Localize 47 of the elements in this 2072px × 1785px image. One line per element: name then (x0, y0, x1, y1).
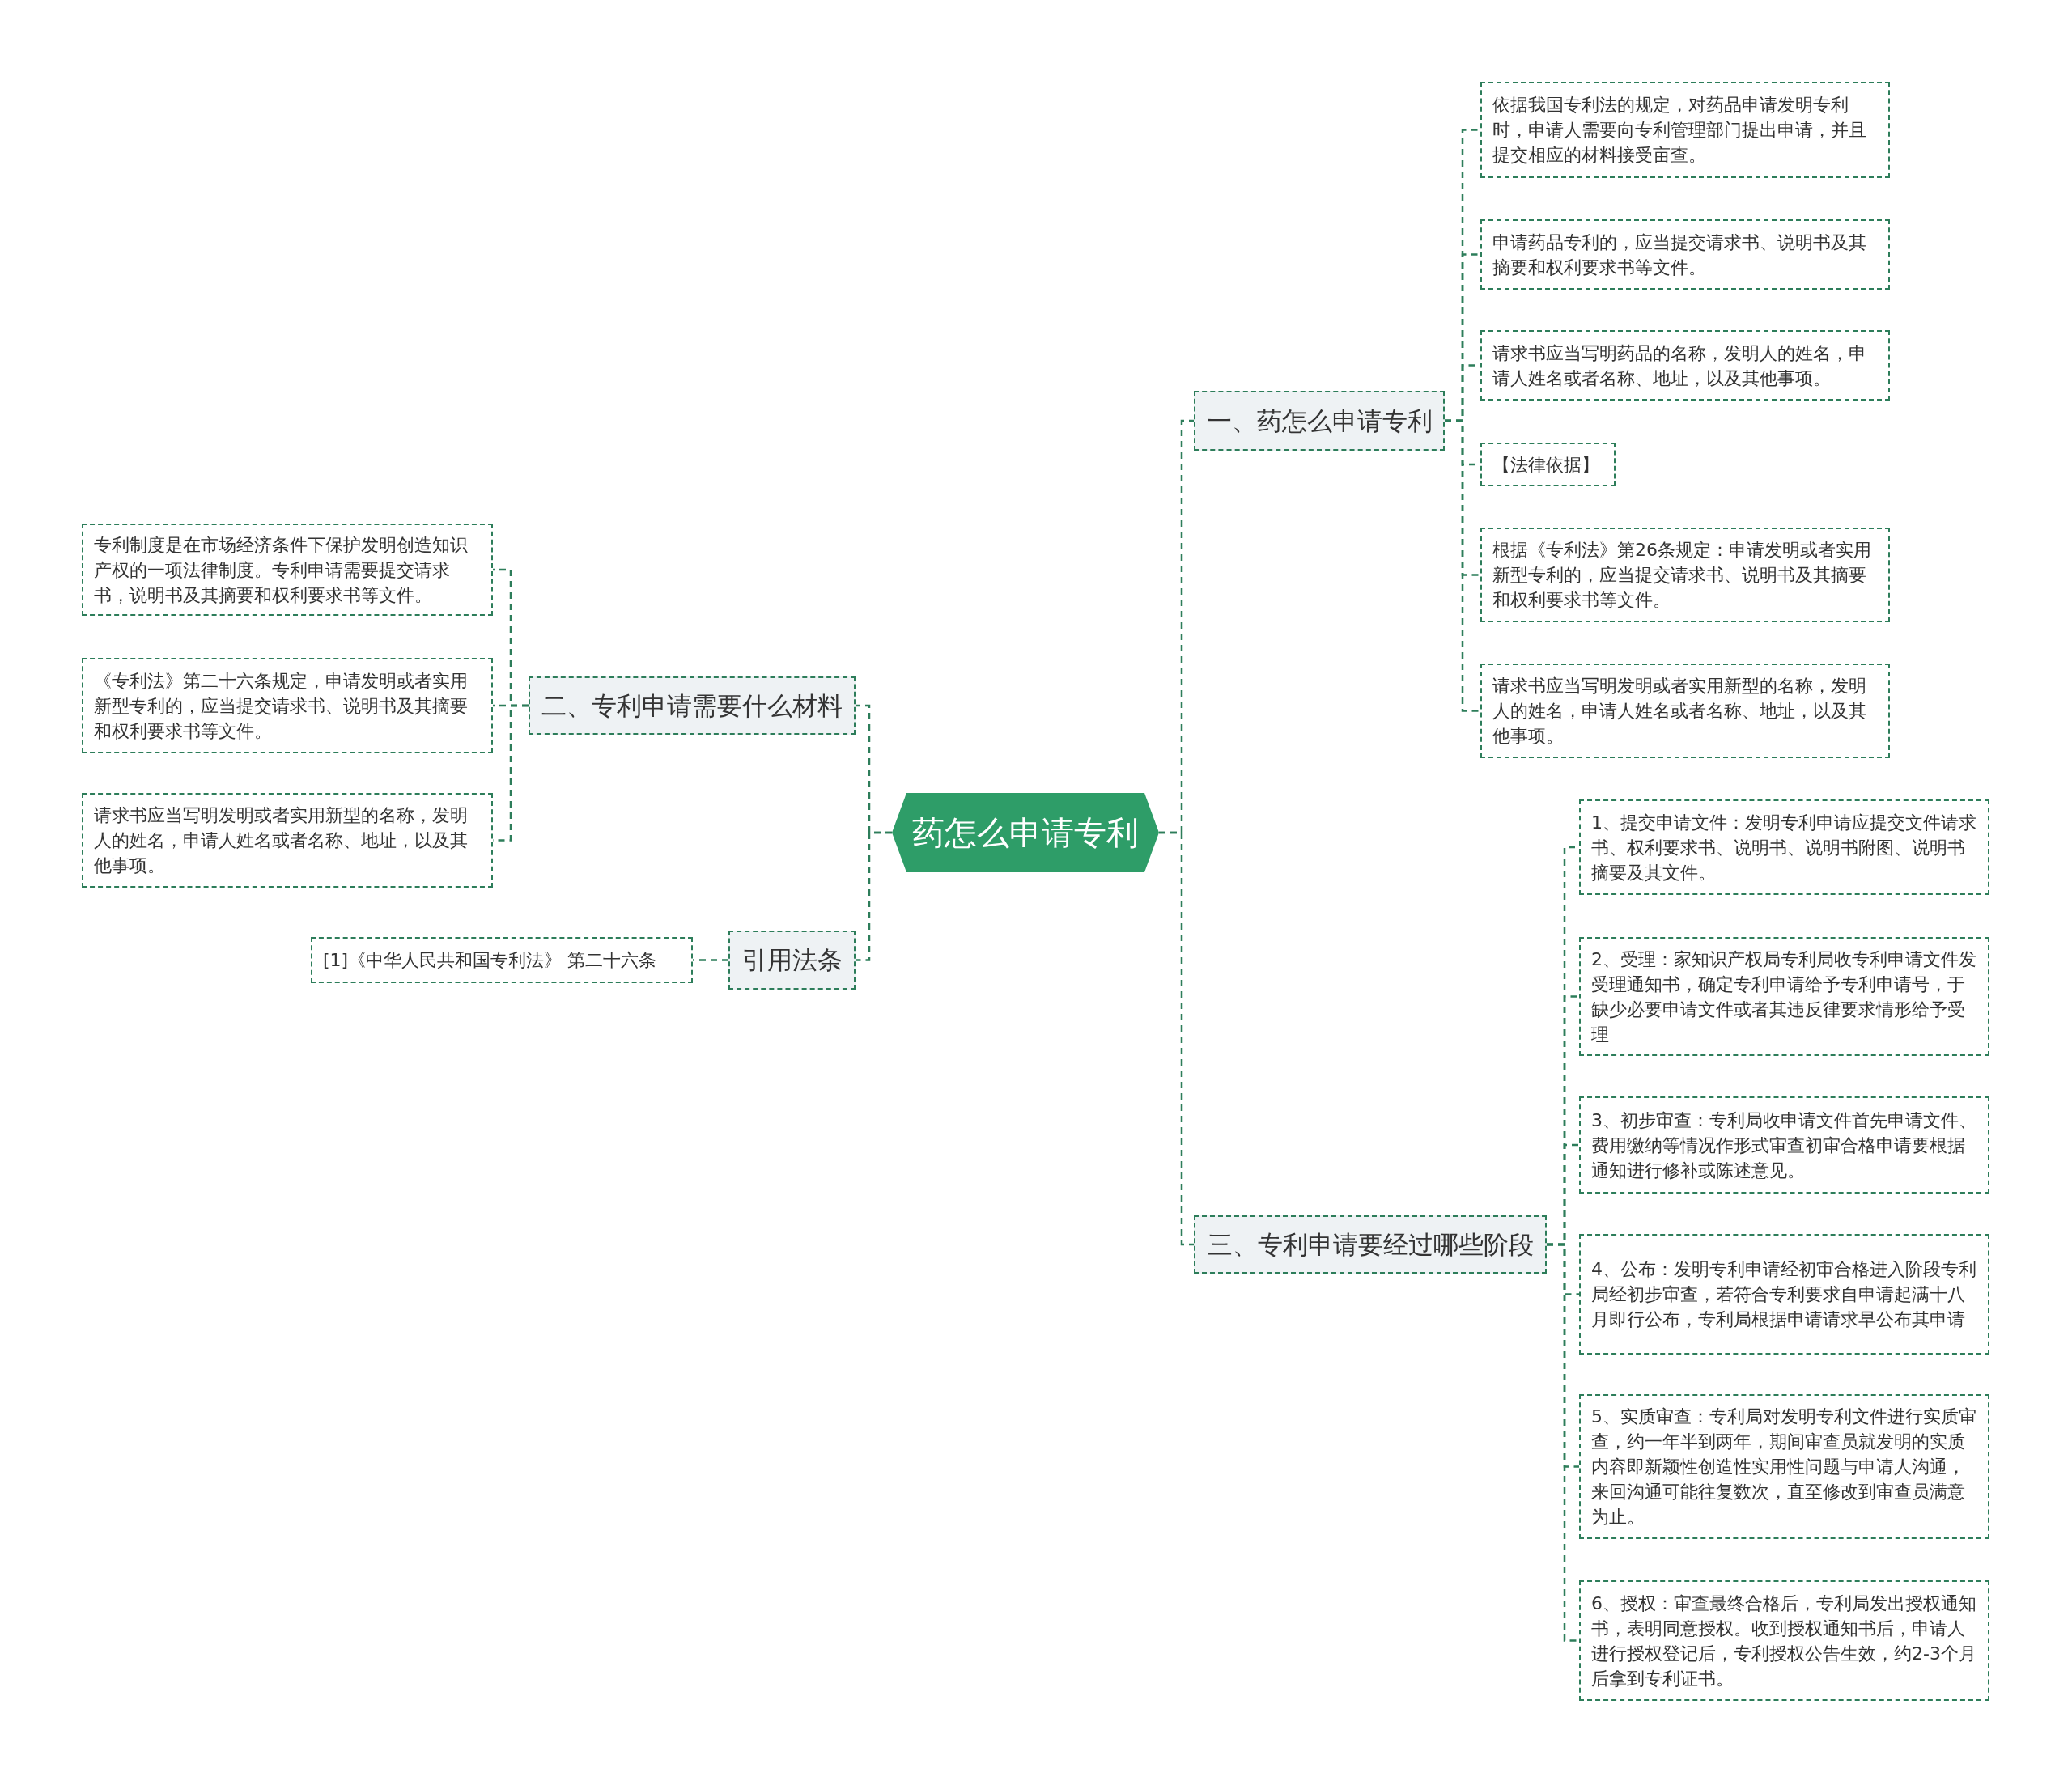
note-box (311, 937, 693, 983)
node-text: 根据《专利法》第26条规定：申请发明或者实用新型专利的，应当提交请求书、说明书及其摘要和权利要求书等文件。 (1492, 539, 1872, 612)
note-box (1579, 1096, 1989, 1194)
note-box (1579, 799, 1989, 895)
node-text: 5、实质审查：专利局对发明专利文件进行实质审查，约一年半到两年，期间审查员就发明的实质内容即新颖性创造性实用性问题与申请人沟通，来回沟通可能往复数次，直至修改到审查员满意为止。 (1591, 1406, 1977, 1528)
branch-topic (728, 931, 856, 990)
note-box (1480, 219, 1890, 290)
node-text: 引用法条 (741, 944, 843, 977)
note-box (1579, 1580, 1989, 1701)
connector-line (693, 959, 728, 961)
node-text: 3、初步审查：专利局收申请文件首先申请文件、费用缴纳等情况作形式审查初审合格申请要根据通知进行修补或陈述意见。 (1591, 1109, 1977, 1182)
node-text: 三、专利申请要经过哪些阶段 (1207, 1228, 1534, 1261)
node-text: 二、专利申请需要什么材料 (541, 689, 843, 722)
node-text: 药怎么申请专利 (912, 813, 1139, 853)
note-box (1579, 1234, 1989, 1355)
connector-line (1159, 831, 1194, 1246)
node-text: [1]《中华人民共和国专利法》 第二十六条 (323, 949, 657, 972)
branch-topic (1194, 1215, 1547, 1274)
branch-topic (529, 676, 856, 735)
branch-topic (1194, 391, 1445, 451)
note-box (1480, 330, 1890, 401)
node-text: 请求书应当写明药品的名称，发明人的姓名，申请人姓名或者名称、地址，以及其他事项。 (1492, 341, 1867, 390)
note-box (82, 793, 493, 888)
node-text: 6、授权：审查最终合格后，专利局发出授权通知书，表明同意授权。收到授权通知书后，申请人进行授权登记后，专利授权公告生效，约2-3个月后拿到专利证书。 (1591, 1592, 1977, 1690)
note-box (1579, 937, 1989, 1056)
node-text: 请求书应当写明发明或者实用新型的名称，发明人的姓名，申请人姓名或者名称、地址，以及其他事项。 (94, 804, 469, 877)
node-text: 1、提交申请文件：发明专利申请应提交文件请求书、权利要求书、说明书、说明书附图、说明书摘要及其文件。 (1591, 811, 1977, 884)
node-text: 申请药品专利的，应当提交请求书、说明书及其摘要和权利要求书等文件。 (1492, 231, 1867, 279)
node-text: 请求书应当写明发明或者实用新型的名称，发明人的姓名，申请人姓名或者名称、地址，以及其他事项。 (1492, 675, 1867, 748)
note-box (1480, 664, 1890, 758)
note-box (1480, 528, 1890, 622)
central-topic (892, 793, 1159, 872)
node-text: 《专利法》第二十六条规定，申请发明或者实用新型专利的，应当提交请求书、说明书及其摘要和权利要求书等文件。 (94, 669, 469, 743)
note-box (1579, 1394, 1989, 1539)
node-text: 专利制度是在市场经济条件下保护发明创造知识产权的一项法律制度。专利申请需要提交请求书，说明书及其摘要和权利要求书等文件。 (94, 533, 469, 607)
node-text: 【法律依据】 (1492, 453, 1599, 477)
connector-line (1547, 1243, 1579, 1642)
node-text: 一、药怎么申请专利 (1206, 405, 1433, 437)
note-box (82, 658, 493, 753)
node-text: 2、受理：家知识产权局专利局收专利申请文件发受理通知书，确定专利申请给予专利申请号，于缺少必要申请文件或者其违反律要求情形给予受理 (1591, 948, 1977, 1046)
note-box (1480, 82, 1890, 178)
connector-line (856, 831, 892, 961)
note-box (82, 524, 493, 616)
connector-line (1445, 419, 1480, 712)
note-box (1480, 443, 1616, 486)
node-text: 依据我国专利法的规定，对药品申请发明专利时，申请人需要向专利管理部门提出申请，并且提交相应的材料接受亩查。 (1492, 94, 1867, 167)
node-text: 4、公布：发明专利申请经初审合格进入阶段专利局经初步审查，若符合专利要求自申请起满十八月即行公布，专利局根据申请请求早公布其申请 (1591, 1258, 1977, 1331)
